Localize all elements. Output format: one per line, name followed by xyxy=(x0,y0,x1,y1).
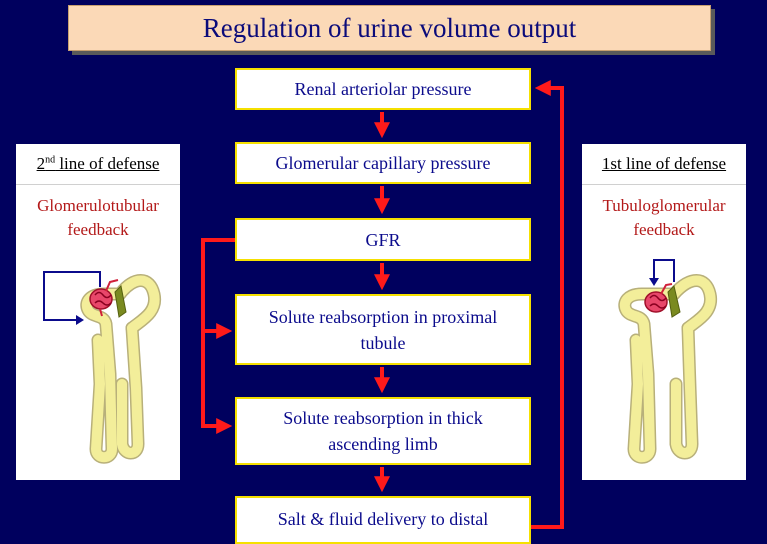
box-thick-ascending-reabsorption: Solute reabsorption in thick ascending l… xyxy=(235,397,531,465)
arrow-feedback-loop xyxy=(531,80,564,529)
arrow-gfr-branch-thick xyxy=(201,331,233,434)
right-panel-subtitle: Tubuloglomerular feedback xyxy=(582,194,746,242)
left-panel-heading: 2nd line of defense xyxy=(16,144,180,185)
left-heading-rest: line of defense xyxy=(55,154,160,173)
box-gfr: GFR xyxy=(235,218,531,261)
box-thick-line1: Solute reabsorption in thick xyxy=(283,408,483,428)
left-panel-glomerulotubular: 2nd line of defense Glomerulotubular fee… xyxy=(16,144,180,480)
box-prox-line2: tubule xyxy=(360,332,406,353)
box-prox-line1: Solute reabsorption in proximal xyxy=(268,306,498,327)
left-sub-line2: feedback xyxy=(67,220,129,239)
box-proximal-reabsorption: Solute reabsorption in proximal tubule xyxy=(235,294,531,365)
box-salt-fluid-delivery: Salt & fluid delivery to distal xyxy=(235,496,531,544)
left-sub-line1: Glomerulotubular xyxy=(37,196,159,215)
left-heading-prefix: 2 xyxy=(36,154,46,173)
right-heading-text: 1st line of defense xyxy=(601,154,727,173)
box-thick-line2: ascending limb xyxy=(328,434,438,454)
left-panel-subtitle: Glomerulotubular feedback xyxy=(16,194,180,242)
arrow-gfr-branch-prox xyxy=(201,238,235,339)
left-heading-sup: nd xyxy=(45,154,56,166)
right-panel-tubuloglomerular: 1st line of defense Tubuloglomerular fee… xyxy=(582,144,746,480)
page-title: Regulation of urine volume output xyxy=(68,5,711,51)
nephron-illustration-left xyxy=(43,271,162,464)
box-glom-label: Glomerular capillary pressure xyxy=(275,153,491,173)
right-sub-line2: feedback xyxy=(633,220,695,239)
right-sub-line1: Tubuloglomerular xyxy=(602,196,726,215)
box-salt-label: Salt & fluid delivery to distal xyxy=(277,509,489,529)
nephron-illustration-right xyxy=(618,259,718,464)
right-panel-heading: 1st line of defense xyxy=(582,144,746,185)
box-renal-arteriolar-pressure: Renal arteriolar pressure xyxy=(235,68,531,110)
box-gfr-label: GFR xyxy=(365,229,401,250)
box-glomerular-capillary-pressure: Glomerular capillary pressure xyxy=(235,142,531,184)
box-renal-label: Renal arteriolar pressure xyxy=(294,79,472,99)
